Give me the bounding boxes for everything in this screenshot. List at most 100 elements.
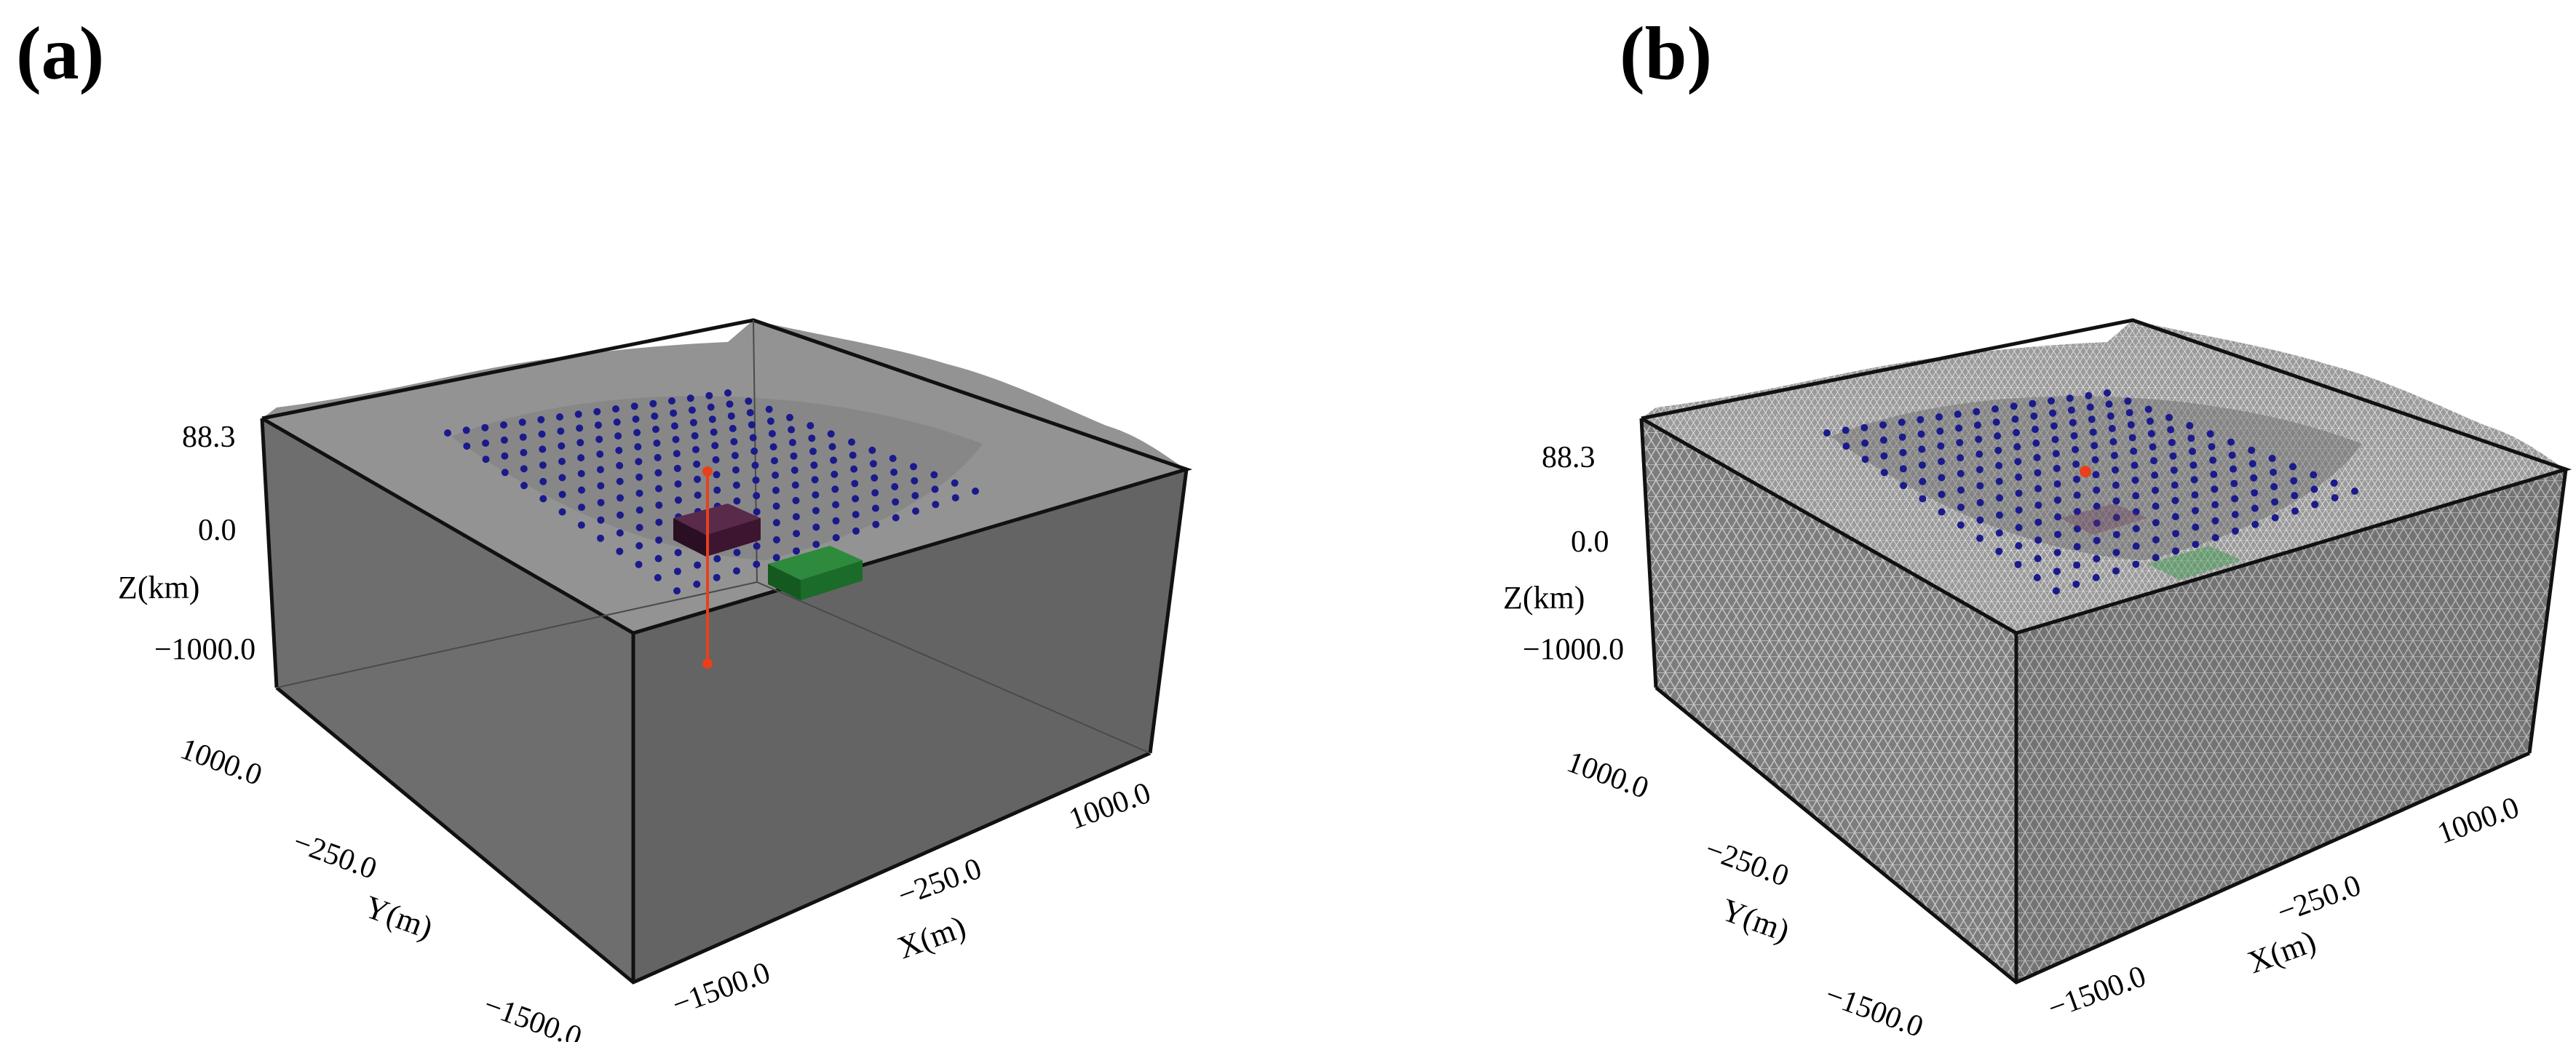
station-dot: [2107, 412, 2115, 420]
station-dot: [2073, 561, 2081, 569]
station-dot: [2211, 501, 2219, 509]
station-dot: [2132, 542, 2140, 550]
station-dot: [2086, 403, 2094, 411]
station-dot: [597, 516, 605, 524]
station-dot: [2271, 514, 2279, 522]
station-dot: [2013, 429, 2021, 437]
station-dot: [790, 466, 798, 474]
station-dot: [2054, 513, 2062, 521]
station-dot: [765, 405, 773, 413]
station-dot: [463, 442, 471, 450]
station-dot: [2110, 452, 2118, 459]
station-dot: [2171, 496, 2179, 504]
station-dot: [1975, 450, 1983, 458]
station-dot: [2169, 452, 2177, 460]
station-dot: [2171, 481, 2179, 489]
mesh-target-dark: [2060, 504, 2147, 535]
station-dot: [537, 415, 545, 423]
station-dot: [2029, 399, 2037, 407]
station-dot: [635, 506, 643, 514]
y-axis-title: Y(m): [360, 888, 437, 946]
station-dot: [2132, 492, 2140, 500]
station-dot: [633, 429, 641, 437]
station-dot: [786, 413, 793, 421]
station-dot: [889, 455, 897, 462]
station-dot: [2093, 502, 2101, 510]
station-dot: [668, 397, 675, 405]
station-dot: [911, 477, 919, 485]
station-dot: [2093, 554, 2101, 562]
station-dot: [635, 542, 643, 549]
station-dot: [501, 469, 509, 477]
station-dot: [2211, 533, 2219, 541]
station-dot: [2073, 491, 2081, 499]
station-dot: [753, 492, 761, 500]
station-dot: [2270, 482, 2278, 490]
station-dot: [753, 508, 761, 516]
station-dot: [793, 530, 801, 538]
station-dot: [788, 439, 796, 447]
station-dot: [772, 486, 780, 494]
station-dot: [890, 469, 898, 476]
x-tick-1: −1500.0: [668, 956, 775, 1022]
station-dot: [951, 494, 959, 502]
mesh-target-green: [2147, 546, 2242, 580]
station-dot: [2170, 466, 2178, 474]
station-dot: [791, 481, 799, 489]
station-dot: [1956, 439, 1964, 447]
station-dot: [2034, 469, 2042, 477]
station-dot: [2054, 530, 2061, 538]
station-dot: [2073, 475, 2080, 483]
station-dot: [2050, 422, 2058, 430]
station-dot: [2104, 389, 2111, 397]
station-dot: [1900, 482, 1907, 490]
station-dot: [2067, 406, 2075, 414]
station-dot: [655, 518, 663, 526]
station-dot: [539, 477, 547, 485]
station-dot: [674, 496, 682, 504]
station-dot: [482, 456, 490, 464]
mesh-right-face: [2016, 469, 2566, 982]
station-dot: [2015, 524, 2023, 531]
station-dot: [868, 446, 876, 454]
station-dot: [577, 454, 585, 462]
station-dot: [731, 452, 739, 459]
station-dot: [2251, 489, 2259, 497]
station-dot: [612, 405, 619, 413]
station-dot: [2053, 568, 2061, 576]
station-dot: [694, 475, 701, 483]
station-dot: [2152, 486, 2159, 494]
station-dot: [732, 481, 740, 489]
station-dot: [577, 521, 585, 529]
station-dot: [2211, 517, 2219, 525]
mesh-right-shade: [2016, 469, 2566, 982]
station-dot: [2172, 530, 2180, 538]
mesh-z-axis-title: Z(km): [1503, 580, 1585, 616]
station-dot: [849, 451, 857, 459]
mesh-y-tick-3: −1500.0: [1821, 978, 1928, 1042]
station-dot: [852, 527, 860, 535]
station-dot: [596, 466, 604, 474]
station-dot: [788, 426, 796, 434]
station-dot: [694, 491, 702, 499]
station-dot: [616, 477, 624, 485]
station-dot: [2147, 430, 2155, 437]
station-dot: [694, 561, 702, 569]
station-dot: [2093, 486, 2101, 494]
station-dot: [766, 417, 774, 425]
station-dot: [769, 443, 777, 451]
station-dot: [558, 508, 566, 516]
station-dot: [724, 389, 732, 397]
station-dot: [2209, 456, 2217, 464]
station-dot: [2152, 502, 2160, 510]
y-tick-2: −250.0: [289, 825, 381, 886]
station-dot: [635, 524, 643, 531]
station-dot: [1957, 454, 1965, 462]
station-dot: [792, 496, 800, 504]
station-dot: [576, 424, 584, 432]
station-dot: [753, 560, 761, 568]
station-dot: [689, 418, 697, 426]
station-dot: [2052, 450, 2060, 458]
station-dot: [578, 504, 585, 512]
station-dot: [2190, 476, 2198, 484]
